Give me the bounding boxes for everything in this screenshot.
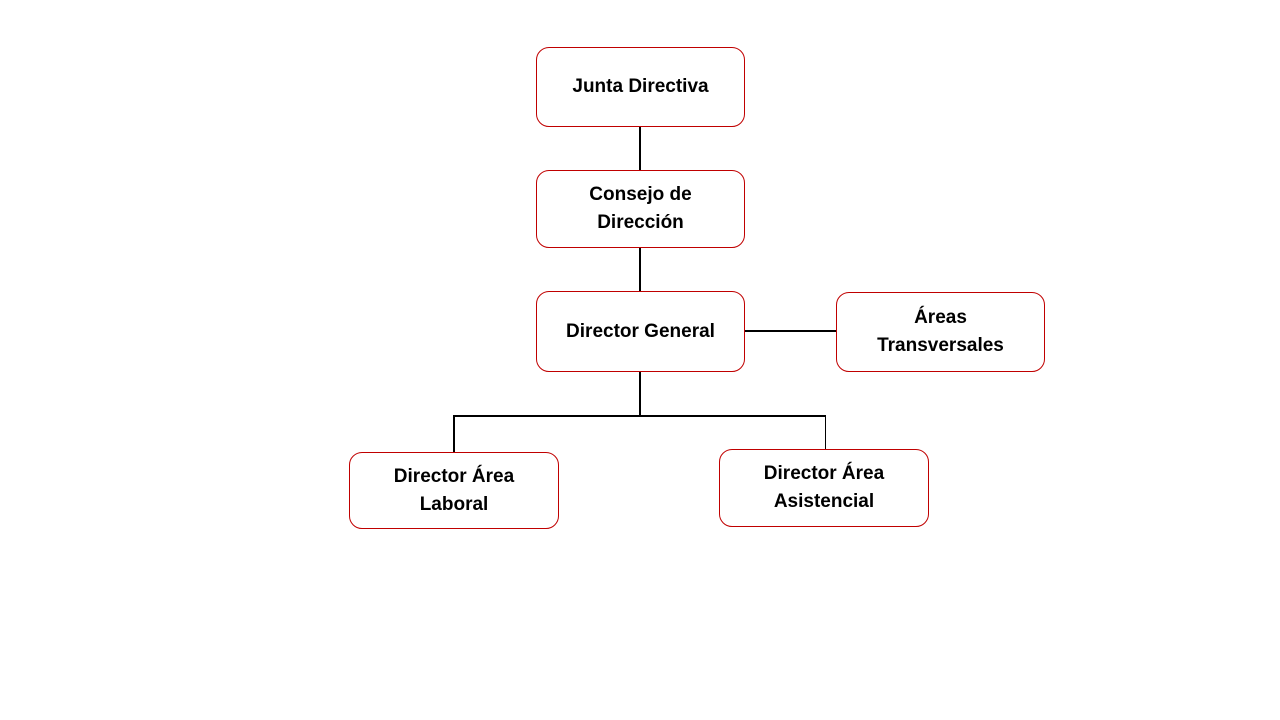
connector-junta-to-consejo xyxy=(639,127,641,170)
org-node-label: Director General xyxy=(566,320,715,342)
connector-bus-to-laboral xyxy=(453,415,455,452)
org-node-areas-transversales: Áreas Transversales xyxy=(836,292,1045,372)
org-node-label: Director Área xyxy=(763,463,885,485)
connector-bus-to-asistencial xyxy=(824,415,826,449)
connector-director-stem xyxy=(639,372,641,416)
org-node-label: Dirección xyxy=(597,212,684,233)
org-node-director-area-laboral: Director Área Laboral xyxy=(349,452,559,529)
org-node-label: Asistencial xyxy=(773,491,875,512)
org-node-director-general: Director General xyxy=(536,291,745,372)
org-node-label: Transversales xyxy=(877,335,1004,356)
org-node-label: Áreas xyxy=(914,307,967,329)
org-node-label: Laboral xyxy=(419,493,489,515)
org-node-consejo-de-direccion: Consejo de Dirección xyxy=(536,170,745,248)
org-node-label: Consejo de xyxy=(589,184,692,206)
org-node-director-area-asistencial: Director Área Asistencial xyxy=(719,449,929,527)
org-node-label: Junta Directiva xyxy=(572,76,709,98)
connector-director-to-transversales xyxy=(745,330,836,332)
connector-horizontal-bus xyxy=(453,415,826,417)
org-node-junta-directiva: Junta Directiva xyxy=(536,47,745,127)
org-node-label: Director Área xyxy=(393,465,515,487)
connector-consejo-to-director xyxy=(639,248,641,291)
